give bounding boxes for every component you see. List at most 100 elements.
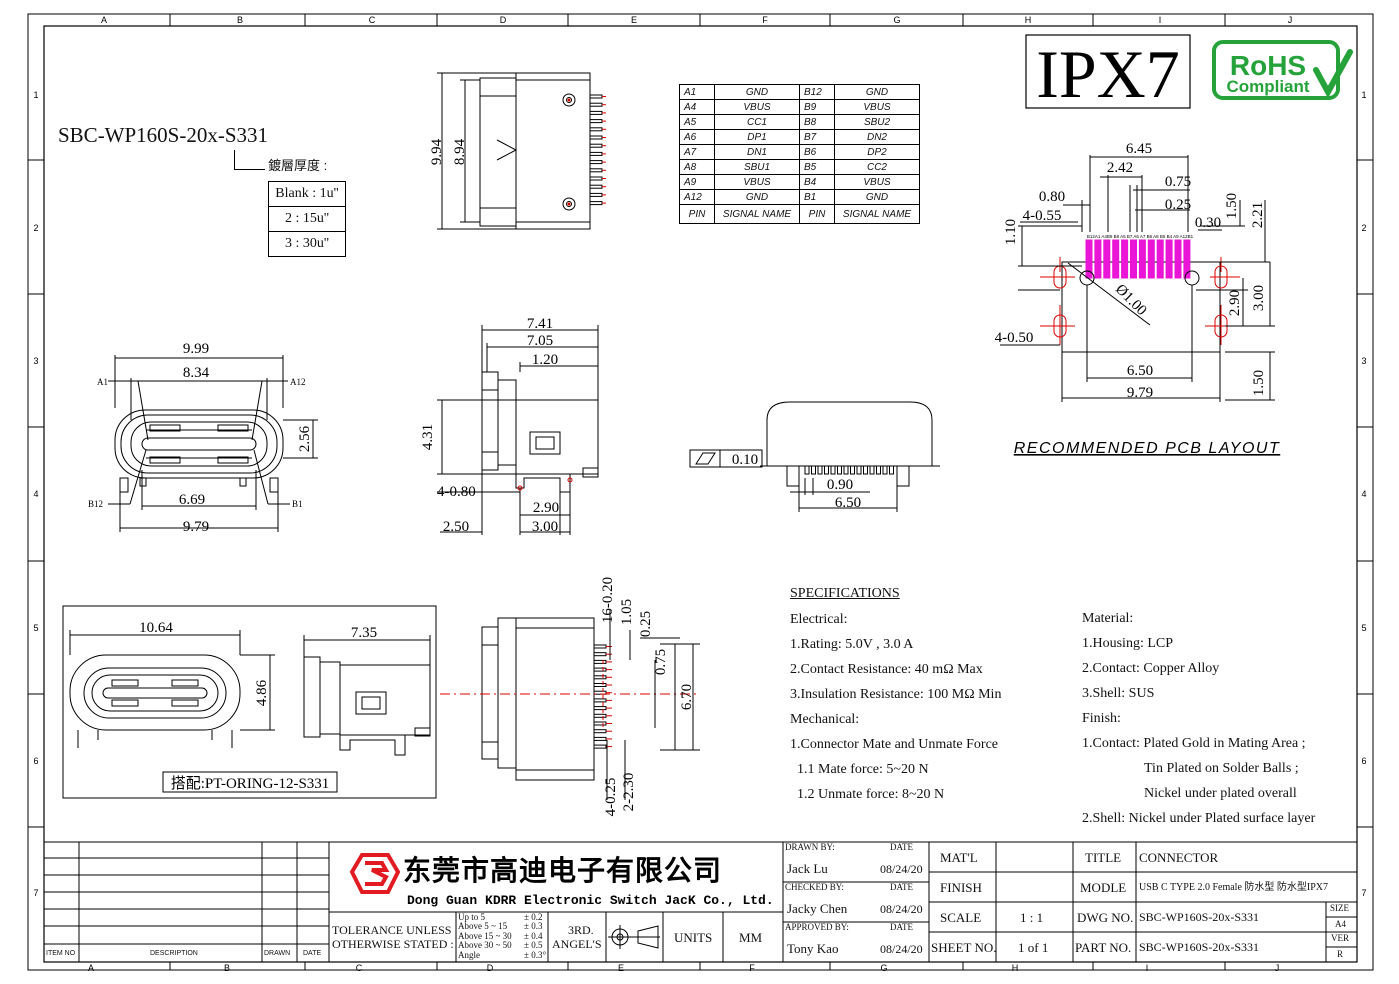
date-1: 08/24/20 [880,862,923,876]
contact-pin [869,465,875,475]
contact-pin [882,465,888,475]
dim-seal-front-h: 4.86 [254,679,270,706]
approved-by-label: APPROVED BY: [785,922,849,932]
contact-pin [589,143,603,148]
sheet-value: 1 of 1 [1018,940,1049,955]
plating-option: 2 : 15u'' [269,207,345,232]
zone-col-label: B [224,963,230,973]
contact-pin [589,176,603,181]
dim-side-d1: 7.41 [527,316,553,332]
model-value: USB C TYPE 2.0 Female 防水型 防水型IPX7 [1139,882,1328,893]
contact-pin [856,465,862,475]
spec-line: 1.Connector Mate and Unmate Force [790,737,998,752]
dim-pcb-w7: 9.79 [1127,385,1153,401]
contact-pin [589,168,603,173]
spec-line: 1.Housing: LCP [1082,636,1174,651]
title-label: TITLE [1085,850,1122,865]
signal-name: GND [714,84,800,100]
contact-pin [843,465,849,475]
contact-pin [593,729,607,734]
zone-col-label: A [88,963,94,973]
zone-col-label: D [487,963,494,973]
tolerance-row: Above 5 ~ 15± 0.3 [458,921,548,932]
rev-header-description: DESCRIPTION [150,950,198,957]
tolerance-value: ± 0.4 [524,930,543,941]
contact-pin [589,135,603,140]
label-a1: A1 [97,377,108,387]
contact-pin [593,698,607,703]
tolerance-label-2: OTHERWISE STATED : [332,937,454,951]
dim-front-w-bottom-inner: 6.69 [179,492,205,508]
dim-pcb-h5: 3.00 [1251,285,1267,311]
projection-symbol-icon [608,925,660,949]
rohs-logo: RoHS Compliant [1212,40,1353,100]
contact-pin [850,465,855,475]
dim-pcb-h4: 2.90 [1227,290,1243,316]
pin-id: A6 [679,129,715,145]
tolerance-range: Above 30 ~ 50 [458,940,512,951]
angle-label-2: ANGEL'S [552,937,602,951]
zone-col-label: C [356,963,363,973]
seal-note-frame [162,771,338,793]
zone-row-label: 5 [1361,623,1366,633]
plating-option: 3 : 30u'' [285,236,329,251]
label-b12: B12 [88,499,103,509]
pin-id: B5 [799,159,835,175]
tolerance-range: Angle [458,949,480,960]
plating-table: Blank : 1u'' 2 : 15u'' 3 : 30u'' [268,181,346,257]
plating-callout [234,150,265,170]
dim-bottom-d4: 0.75 [653,649,669,675]
ver-value: R [1337,949,1344,959]
contact-pin [593,667,607,672]
signal-name: SBU2 [834,114,920,130]
spec-line: Nickel under plated overall [1144,786,1297,801]
date-label-2: DATE [890,882,913,892]
zone-col-label: I [1146,963,1149,973]
zone-col-label: E [618,963,624,973]
contact-pin [589,201,603,206]
date-label-1: DATE [890,842,913,852]
ipx-badge-frame [1025,34,1191,109]
angle-label-1: 3RD. [568,923,594,937]
spec-line: Tin Plated on Solder Balls ; [1144,761,1299,776]
pcb-pad [1121,239,1129,279]
pcb-pad [1165,239,1173,279]
zone-col-label: H [1012,963,1019,973]
dim-front-w-bottom: 9.79 [183,519,209,535]
contact-pin [593,683,607,687]
scale-value: 1 : 1 [1020,910,1044,925]
zone-row-label: 2 [1361,223,1366,233]
dim-pcb-w4: 0.25 [1165,197,1191,213]
contact-pin [817,465,823,475]
label-b1: B1 [292,499,303,509]
pin-id: A7 [679,144,715,160]
matl-label: MAT'L [940,850,978,865]
seal-note: 搭配:PT-ORING-12-S331 [171,775,330,792]
plating-title: 鍍層厚度 : [268,158,328,173]
tolerance-value: ± 0.3 [524,921,543,932]
zone-col-label: J [1275,963,1280,973]
dim-side-h: 4.31 [420,424,436,450]
contact-pin [589,102,603,107]
pin-table-header: PIN [679,204,715,224]
dim-front-w-outer: 9.99 [183,341,209,357]
pcb-pad [1156,239,1164,279]
company-logo [349,853,401,894]
dim-side-d5: 2.50 [443,519,469,535]
dim-bottom-d2: 1.05 [619,599,635,625]
finish-label: FINISH [940,880,982,895]
pcb-pad [1130,239,1137,279]
contact-pin [589,192,603,197]
drawn-by-label: DRAWN BY: [785,842,835,852]
pin-id: B12 [799,84,835,100]
contact-pin [593,721,607,726]
zone-col-label: D [500,15,507,25]
dim-rear-pitch: 0.90 [827,477,853,493]
signal-name: VBUS [834,174,920,190]
spec-line: 2.Contact: Copper Alloy [1082,661,1220,676]
